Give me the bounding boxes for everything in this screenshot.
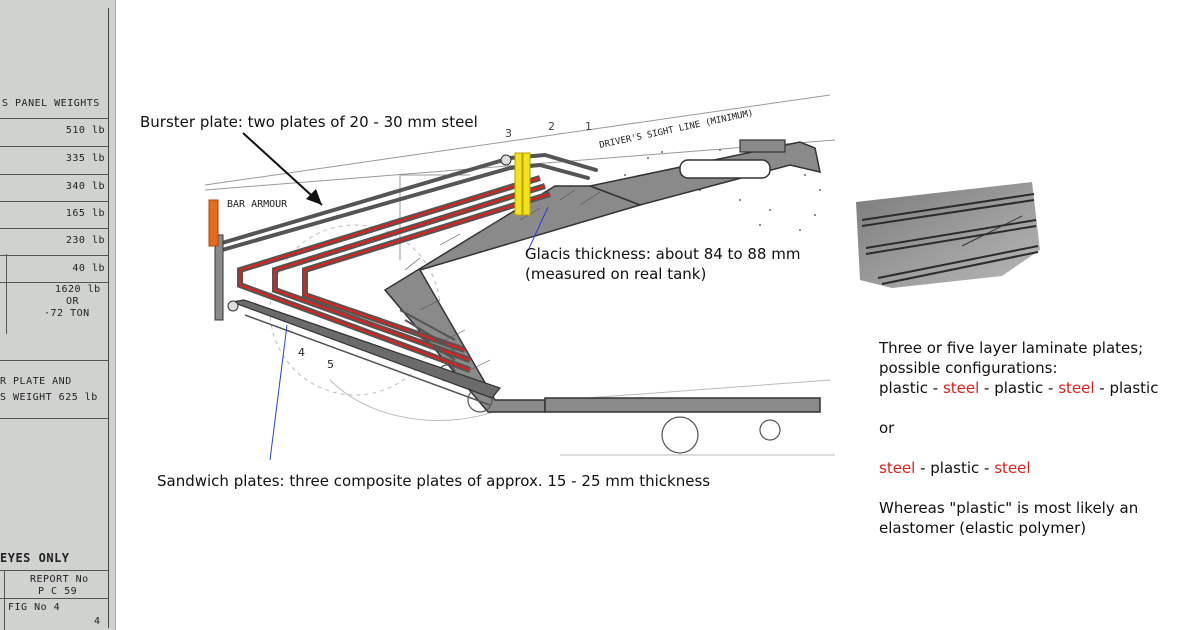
doc-rule xyxy=(0,146,108,147)
belly-plate xyxy=(229,299,502,399)
notes-line: Whereas "plastic" is most likely an xyxy=(879,499,1139,517)
doc-rule xyxy=(0,360,108,361)
fig-label: FIG No 4 xyxy=(8,602,61,613)
burster-arrowhead xyxy=(306,189,322,205)
part-number-4: 4 xyxy=(298,346,305,359)
total-tons: ·72 TON xyxy=(44,308,90,319)
doc-rule xyxy=(0,570,108,571)
doc-rule xyxy=(0,598,108,599)
doc-vertical-rule xyxy=(108,8,109,628)
sandwich-plate-steel xyxy=(274,185,546,361)
layer-steel: steel xyxy=(942,379,980,397)
road-wheel xyxy=(661,416,699,454)
sandwich-leader-line xyxy=(269,324,288,461)
notes-or: or xyxy=(879,419,895,437)
layer-steel: steel xyxy=(994,459,1031,477)
separator: - xyxy=(928,379,943,397)
hatch-lid xyxy=(739,139,786,153)
separator: - xyxy=(915,459,931,477)
weight-value: 340 lb xyxy=(65,181,105,192)
notes-line: Three or five layer laminate plates; xyxy=(879,339,1144,357)
separator: - xyxy=(1094,379,1110,397)
sandwich-plates xyxy=(237,175,551,373)
layer-plastic: plastic xyxy=(994,379,1044,397)
layer-steel: steel xyxy=(1058,379,1095,397)
layer-plastic: plastic xyxy=(1109,379,1159,397)
doc-rule xyxy=(0,282,108,283)
glacis-leader-line xyxy=(525,206,549,256)
sandwich-plate-steel xyxy=(239,177,541,371)
sandwich-annotation: Sandwich plates: three composite plates … xyxy=(157,472,711,490)
plate-line: R PLATE AND xyxy=(0,376,72,387)
laminate-notes: Three or five layer laminate plates; pos… xyxy=(879,338,1197,538)
panel-weights-header: S PANEL WEIGHTS xyxy=(2,98,100,109)
doc-rule xyxy=(0,228,108,229)
glacis-annotation-note: (measured on real tank) xyxy=(525,265,707,283)
configuration-five-layer: plastic - steel - plastic - steel - plas… xyxy=(879,378,1197,398)
weight-value: 510 lb xyxy=(65,125,105,136)
top-hinge xyxy=(500,154,512,166)
road-wheel xyxy=(759,419,781,441)
sight-line-label: DRIVER'S SIGHT LINE (MINIMUM) xyxy=(599,108,755,150)
weight-value: 230 lb xyxy=(65,235,105,246)
separator: - xyxy=(979,379,995,397)
bar-armour-label: BAR ARMOUR xyxy=(227,199,288,210)
doc-rule xyxy=(4,570,5,630)
yellow-plate-marker xyxy=(522,152,531,216)
part-number-5: 5 xyxy=(327,358,334,371)
separator: - xyxy=(1043,379,1059,397)
part-number-1: 1 xyxy=(585,120,592,133)
document-strip: S PANEL WEIGHTS 510 lb 335 lb 340 lb 165… xyxy=(0,0,116,630)
doc-rule xyxy=(0,418,108,419)
doc-rule xyxy=(6,254,7,334)
report-value: P C 59 xyxy=(38,586,78,597)
doc-rule xyxy=(0,255,108,256)
weight-value: 40 lb xyxy=(72,263,105,274)
doc-rule xyxy=(0,118,108,119)
separator: - xyxy=(979,459,995,477)
layer-steel: steel xyxy=(879,459,916,477)
bar-armour-marker xyxy=(208,199,219,247)
notes-line: possible configurations: xyxy=(879,359,1058,377)
total-weight: 1620 lb xyxy=(55,284,101,295)
glacis-annotation: Glacis thickness: about 84 to 88 mm xyxy=(525,245,801,263)
doc-rule xyxy=(0,174,108,175)
front-hinge xyxy=(227,300,239,312)
photo-layer-lines xyxy=(861,193,1039,285)
weight-value: 335 lb xyxy=(65,153,105,164)
yellow-plate-marker xyxy=(514,152,523,216)
internal-strips xyxy=(399,309,456,361)
part-number-2: 2 xyxy=(548,120,555,133)
report-label: REPORT No xyxy=(30,574,89,585)
plate-line: S WEIGHT 625 lb xyxy=(0,392,98,403)
lower-hull-plate xyxy=(544,397,821,413)
weight-value: 165 lb xyxy=(65,208,105,219)
sandwich-plate-steel xyxy=(304,193,551,351)
belly-plate-edge xyxy=(244,314,491,406)
burster-annotation: Burster plate: two plates of 20 - 30 mm … xyxy=(140,113,478,131)
total-or: OR xyxy=(66,296,80,307)
hatch-cutout xyxy=(679,159,771,179)
photo-scratch xyxy=(961,215,1023,247)
sight-line xyxy=(204,94,831,186)
laminate-closeup-photo xyxy=(856,182,1040,288)
notes-line: elastomer (elastic polymer) xyxy=(879,519,1087,537)
layer-plastic: plastic xyxy=(930,459,980,477)
burster-leader-arrow xyxy=(242,132,323,206)
construction-line xyxy=(559,379,831,401)
front-post xyxy=(214,234,224,321)
part-number-3: 3 xyxy=(505,127,512,140)
layer-plastic: plastic xyxy=(879,379,928,397)
glacis-plate xyxy=(383,185,643,413)
configuration-three-layer: steel - plastic - steel xyxy=(879,458,1197,478)
eyes-only-label: EYES ONLY xyxy=(0,551,70,565)
doc-rule xyxy=(0,201,108,202)
corner-number: 4 xyxy=(94,616,101,627)
